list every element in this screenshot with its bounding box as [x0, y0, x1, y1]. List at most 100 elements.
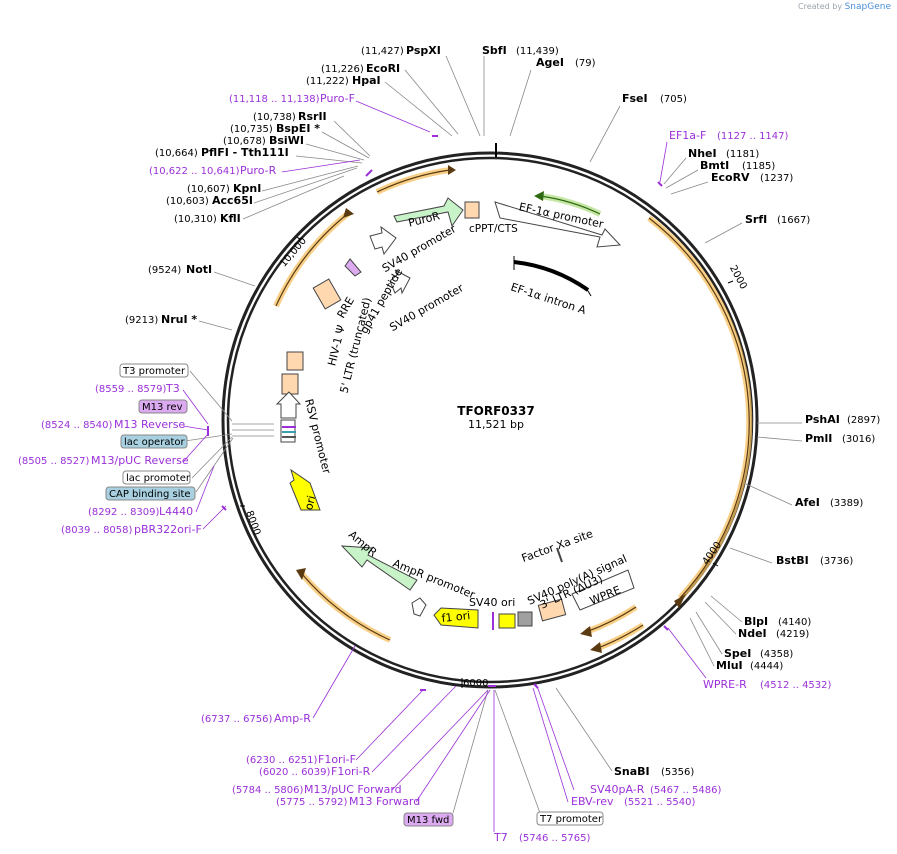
leader-kpni — [261, 165, 359, 192]
t7-promoter-box — [536, 811, 604, 826]
enzyme-pos-ecorv: (1237) — [760, 173, 793, 184]
factor-xa-marker — [556, 547, 563, 563]
enzyme-pmli: PmlI — [805, 432, 832, 445]
marker-puro-r — [365, 169, 373, 177]
leader-ndei — [704, 601, 737, 635]
ef1a-intron-arc — [513, 260, 590, 292]
enzyme-pos-bsiwi: (10,678) — [223, 136, 266, 147]
ltr5-feature — [281, 373, 299, 395]
f1-ori-label: f1 ori — [441, 609, 471, 625]
enzyme-pos-fsei: (705) — [660, 94, 687, 105]
enzyme-acc65i: Acc65I — [212, 194, 253, 207]
pl-m13puc-forward — [391, 689, 489, 791]
enzyme-pos-pmli: (3016) — [842, 434, 875, 445]
enzyme-pos-rsrii: (10,738) — [253, 112, 296, 123]
primer-wpre-r: WPRE-R — [703, 678, 747, 691]
leader-hpai — [384, 81, 453, 137]
t7-promoter-label: T7 promoter — [539, 814, 603, 825]
enzyme-pos-blpi: (4140) — [778, 617, 811, 628]
orf-arc-left-bottom — [299, 572, 392, 643]
primer-range-pbr322: (8039 .. 8058) — [61, 525, 133, 536]
primer-range-m13-forward: (5775 .. 5792) — [276, 797, 348, 808]
sv40-ori-feature — [498, 613, 516, 629]
leader-m13-fwd — [452, 689, 489, 814]
orf-arc-short-1-head — [580, 626, 592, 637]
primer-range-t7: (5746 .. 5765) — [519, 833, 591, 844]
enzyme-pflfi: PflFI - Tth111I — [201, 146, 289, 159]
primer-amp-r: Amp-R — [274, 712, 311, 725]
enzyme-pos-bmti: (1185) — [742, 161, 775, 172]
leader-lac-promoter — [191, 436, 233, 479]
plasmid-name: TFORF0337 — [457, 404, 534, 418]
primer-sv40pa-r: SV40pA-R — [590, 783, 645, 796]
lac-promoter-label: lac promoter — [126, 473, 191, 484]
leader-acc65i — [253, 167, 358, 204]
primer-range-f1ori-f: (6230 .. 6251) — [246, 755, 318, 766]
primer-m13-forward: M13 Forward — [349, 795, 420, 808]
leader-lac-operator — [184, 433, 233, 442]
enzyme-pspxi: PspXI — [406, 44, 441, 57]
enzyme-labels: (11,427) PspXI SbfI (11,439) AgeI (79) (… — [125, 44, 880, 778]
leader-bstbi — [729, 547, 773, 564]
boxed-labels: T3 promoter M13 rev lac operator lac pro… — [105, 363, 604, 827]
pl-ef1a-f — [659, 141, 668, 183]
hiv-psi-feature — [286, 351, 304, 371]
enzyme-pos-sbfi: (11,439) — [516, 46, 559, 57]
m13-rev-box — [138, 399, 188, 414]
leader-pmli — [756, 436, 803, 442]
orf-arc-right-core — [648, 217, 750, 599]
snapgene-credit: Created by SnapGene — [798, 2, 891, 12]
primer-ring-markers — [207, 135, 669, 691]
enzyme-pos-srfi: (1667) — [777, 215, 810, 226]
m13-fwd-box — [403, 812, 454, 827]
enzyme-pos-ecori: (11,226) — [321, 64, 364, 75]
lac-promoter-box — [122, 470, 191, 485]
plasmid-size: 11,521 bp — [468, 418, 524, 431]
tick-2000-mark — [727, 280, 734, 284]
enzyme-snabi: SnaBI — [614, 765, 650, 778]
leader-t3-promoter — [189, 370, 233, 422]
primer-m13puc-forward: M13/pUC Forward — [304, 783, 402, 796]
enzyme-hpai: HpaI — [352, 74, 381, 87]
enzyme-pos-nhei: (1181) — [726, 149, 759, 160]
pl-m13-reverse — [182, 425, 209, 431]
enzyme-rsrii: RsrII — [298, 110, 327, 123]
enzyme-srfi: SrfI — [745, 213, 767, 226]
enzyme-pos-pspxi: (11,427) — [361, 46, 404, 57]
puror-feature — [393, 197, 464, 228]
marker-wpre-r — [663, 625, 669, 631]
primer-range-m13-reverse: (8524 .. 8540) — [41, 420, 113, 431]
primer-range-t3: (8559 .. 8579) — [95, 384, 167, 395]
leader-pspxi — [445, 55, 481, 137]
primer-l4440: L4440 — [159, 505, 193, 518]
leader-nhei — [663, 157, 687, 185]
gp41-feature — [344, 258, 362, 277]
enzyme-pos-mlui: (4444) — [750, 661, 783, 672]
tick-2000: 2000 — [727, 264, 749, 292]
enzyme-sbfi: SbfI — [482, 44, 507, 57]
leader-lines — [184, 55, 803, 814]
orf-arc-short-2-head — [590, 642, 602, 653]
leader-bsiwi — [305, 143, 365, 161]
marker-sv40pa — [533, 683, 539, 689]
leader-ecorv — [670, 181, 709, 195]
ori-feature — [289, 468, 321, 511]
orf-arc-right-head — [674, 594, 686, 608]
enzyme-agei: AgeI — [536, 56, 564, 69]
primer-t7: T7 — [493, 831, 508, 844]
leader-afei — [745, 483, 793, 506]
ltr3-feature — [537, 598, 567, 622]
primer-f1ori-r: F1ori-R — [331, 765, 371, 778]
enzyme-noti: NotI — [186, 263, 212, 276]
marker-pbr322 — [221, 505, 227, 511]
leader-srfi — [704, 222, 743, 244]
sv40-promoter-2-arrow — [389, 269, 411, 295]
enzyme-pos-kfli: (10,310) — [174, 214, 217, 225]
primer-range-ef1a-f: (1127 .. 1147) — [717, 131, 789, 142]
primer-puro-f: Puro-F — [320, 92, 355, 105]
enzyme-kfli: KflI — [220, 212, 241, 225]
leader-fsei — [589, 105, 621, 163]
sv40-promoter-1-label: SV40 promoter — [380, 222, 459, 275]
leader-cap-site — [195, 437, 234, 493]
